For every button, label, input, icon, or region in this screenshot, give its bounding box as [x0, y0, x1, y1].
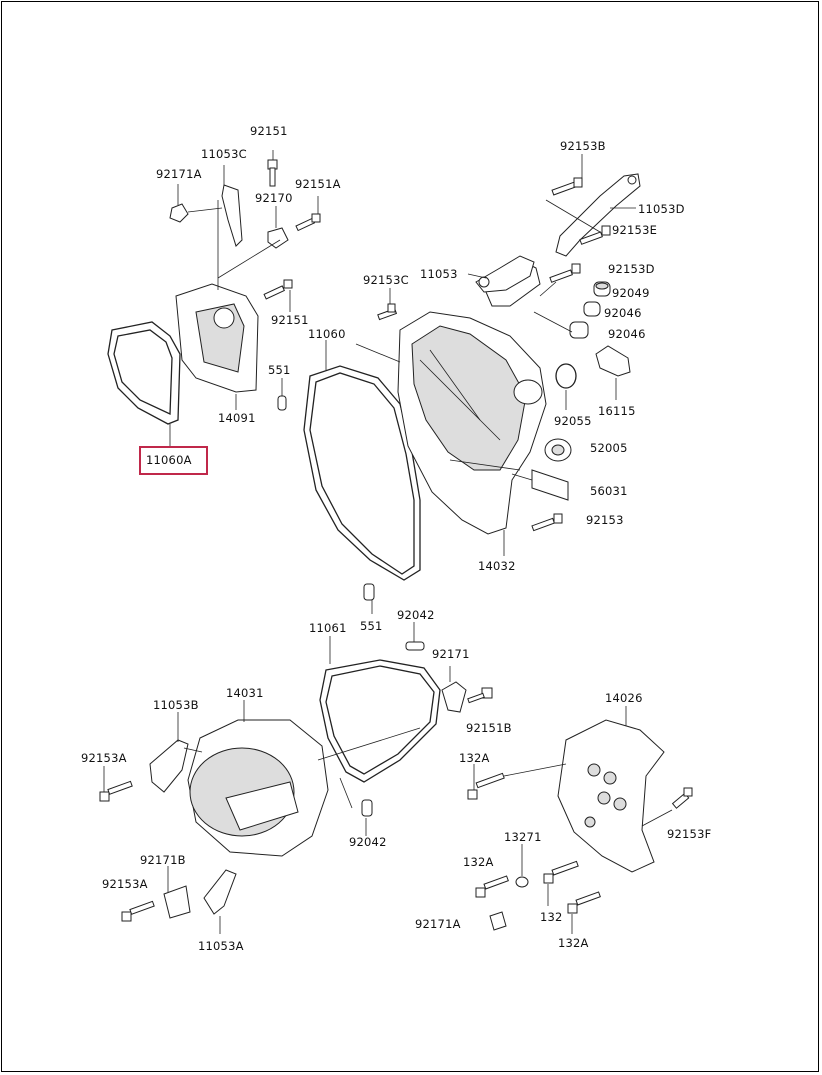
part-label-92171b: 92171B — [140, 853, 186, 867]
bolt-92153a-lower — [121, 900, 155, 922]
part-label-132a-lower: 132A — [558, 936, 589, 950]
lever-11053 — [467, 255, 535, 293]
part-label-92153c: 92153C — [363, 273, 409, 287]
clip-92171a — [169, 184, 223, 223]
guard-14026 — [557, 706, 665, 873]
part-label-92042-bottom: 92042 — [349, 835, 387, 849]
part-label-92046-b: 92046 — [608, 327, 646, 341]
bolt-92151b — [467, 687, 493, 704]
part-label-92049: 92049 — [612, 286, 650, 300]
bolt-92151-top — [267, 150, 278, 187]
part-label-14031: 14031 — [226, 686, 264, 700]
damper-92170 — [267, 206, 289, 249]
bolt-132a-middle — [475, 875, 509, 898]
cover-14032 — [397, 259, 547, 556]
part-label-92153a-upper: 92153A — [81, 751, 127, 765]
dowel-92042-top — [405, 622, 425, 651]
part-label-52005: 52005 — [590, 441, 628, 455]
gasket-11061 — [319, 636, 441, 783]
bolt-92151a — [295, 196, 321, 232]
bolt-92153b — [551, 154, 583, 196]
stud-92153f — [641, 787, 693, 827]
bolt-132a-upper — [467, 763, 567, 800]
housing-14091 — [175, 200, 281, 410]
part-label-551-bottom: 551 — [360, 619, 383, 633]
part-label-13271: 13271 — [504, 830, 542, 844]
bracket-11053a — [203, 869, 237, 934]
part-label-11060a[interactable]: 11060A — [146, 453, 192, 467]
dowel-92042-bottom — [361, 799, 373, 836]
part-label-132a-middle: 132A — [463, 855, 494, 869]
oil-seal-52005 — [544, 438, 572, 462]
part-label-92042-top: 92042 — [397, 608, 435, 622]
part-label-92046-a: 92046 — [604, 306, 642, 320]
seal-92049 — [593, 281, 611, 297]
dowel-551-bottom — [363, 583, 375, 614]
part-label-14091: 14091 — [218, 411, 256, 425]
bolt-92153a-upper — [99, 766, 133, 802]
bracket-11053c — [221, 165, 243, 247]
part-label-92153f: 92153F — [667, 827, 712, 841]
part-label-11053b: 11053B — [153, 698, 199, 712]
part-label-92153: 92153 — [586, 513, 624, 527]
bolt-92151-mid — [263, 279, 293, 312]
bolt-92153d — [539, 263, 581, 297]
part-label-92171a: 92171A — [156, 167, 202, 181]
link-11053d — [545, 173, 641, 257]
dowel-551-top — [277, 378, 287, 411]
part-label-11053d: 11053D — [638, 202, 685, 216]
part-label-92171a-bottom: 92171A — [415, 917, 461, 931]
label-56031 — [511, 469, 569, 501]
part-label-92153a-lower: 92153A — [102, 877, 148, 891]
part-label-92153b: 92153B — [560, 139, 606, 153]
part-label-92170: 92170 — [255, 191, 293, 205]
oring-92055 — [555, 363, 577, 410]
bushing-92046-a — [583, 301, 601, 317]
part-label-92151b: 92151B — [466, 721, 512, 735]
part-label-92055: 92055 — [554, 414, 592, 428]
part-label-92153d: 92153D — [608, 262, 655, 276]
clip-92171a-bottom — [489, 911, 507, 931]
part-label-11053: 11053 — [420, 267, 458, 281]
part-label-11053c: 11053C — [201, 147, 247, 161]
part-label-92151: 92151 — [250, 124, 288, 138]
bolt-92153c — [355, 288, 401, 363]
part-label-14026: 14026 — [605, 691, 643, 705]
part-label-92151a: 92151A — [295, 177, 341, 191]
part-label-14032: 14032 — [478, 559, 516, 573]
part-label-11061: 11061 — [309, 621, 347, 635]
bracket-92171b — [163, 866, 191, 919]
bushing-92046-b — [533, 311, 589, 339]
bolt-92153 — [531, 513, 563, 532]
part-label-11053a: 11053A — [198, 939, 244, 953]
part-label-92151-b: 92151 — [271, 313, 309, 327]
part-label-132a-upper: 132A — [459, 751, 490, 765]
part-label-16115: 16115 — [598, 404, 636, 418]
bolt-132 — [543, 860, 579, 906]
cap-16115 — [595, 345, 631, 400]
bolt-132a-lower — [567, 891, 601, 934]
part-label-132: 132 — [540, 910, 563, 924]
part-label-11060: 11060 — [308, 327, 346, 341]
bracket-92171 — [441, 666, 467, 713]
cover-14031 — [187, 700, 421, 857]
bracket-11053b — [149, 712, 203, 793]
part-label-56031: 56031 — [590, 484, 628, 498]
part-label-551-top: 551 — [268, 363, 291, 377]
gasket-11060 — [303, 340, 421, 581]
bolt-92153e — [579, 225, 611, 245]
part-label-92171: 92171 — [432, 647, 470, 661]
gasket-11060a — [107, 321, 181, 446]
part-label-92153e: 92153E — [612, 223, 658, 237]
highlight-box — [139, 446, 208, 475]
plate-13271 — [515, 844, 529, 888]
